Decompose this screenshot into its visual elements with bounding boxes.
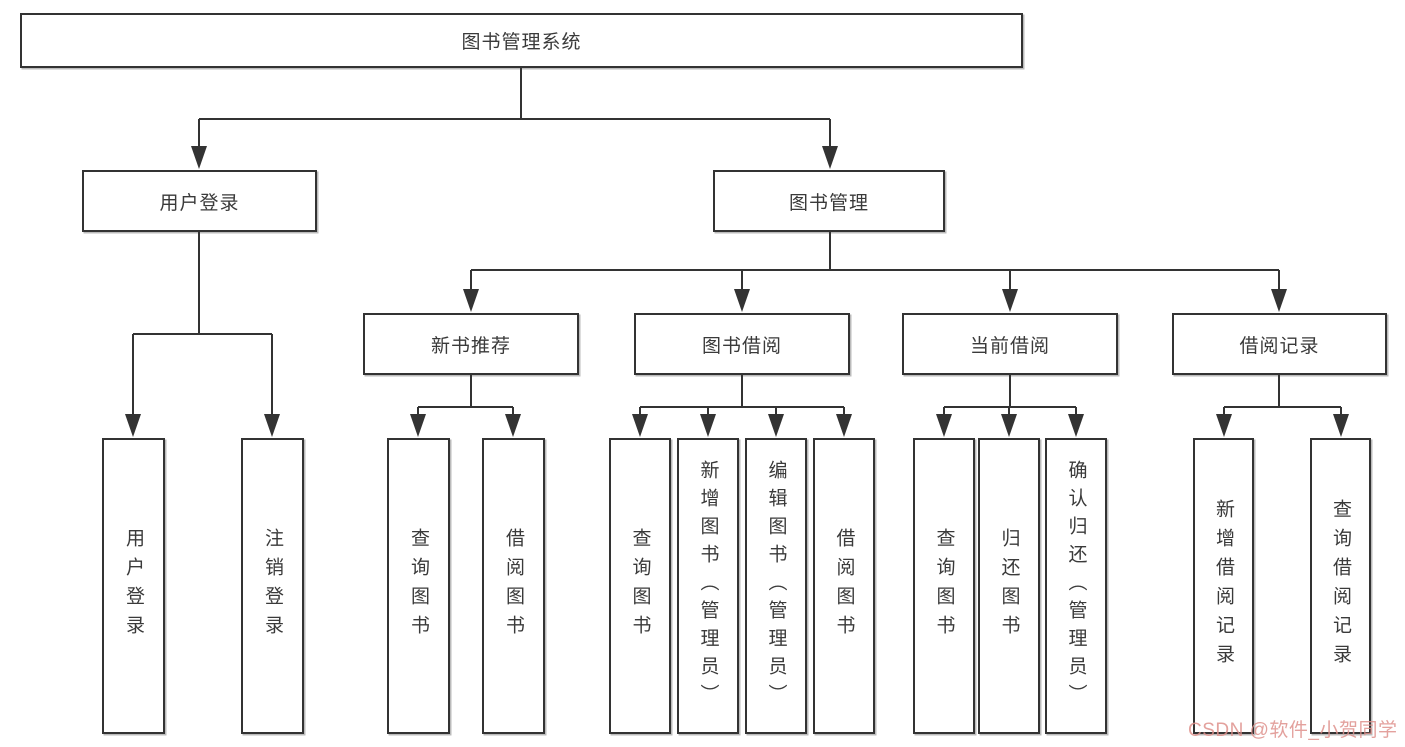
node-new-book-recommendation: 新书推荐 [363,313,579,375]
node-label: 查询图书 [629,528,651,644]
node-nbr-borrow-book: 借阅图书 [482,438,545,734]
node-label: 用户登录 [159,192,240,214]
node-logout-action: 注销登录 [241,438,304,734]
node-book-management: 图书管理 [713,170,945,232]
node-label: 图书管理 [788,192,869,214]
node-label: 用户登录 [123,528,144,644]
node-label: 编辑图书（管理员） [765,460,787,712]
node-nbr-query-book: 查询图书 [387,438,450,734]
arrowheads [125,146,1349,437]
node-user-login: 用户登录 [82,170,317,232]
node-label: 确认归还（管理员） [1065,460,1087,712]
node-label: 新书推荐 [430,335,511,357]
node-label: 图书借阅 [701,335,782,357]
node-label: 新增借阅记录 [1213,499,1234,673]
node-label: 注销登录 [262,528,283,644]
node-label: 借阅图书 [833,528,855,644]
node-label: 查询图书 [408,528,429,644]
node-label: 查询图书 [933,528,955,644]
watermark: CSDN @软件_小贺同学 [1188,720,1398,741]
node-label: 借阅图书 [503,528,524,644]
node-label: 新增图书（管理员） [697,460,719,712]
node-cb-confirm-return-admin: 确认归还（管理员） [1045,438,1107,734]
node-br-query-record: 查询借阅记录 [1310,438,1371,734]
node-label: 归还图书 [998,528,1020,644]
node-current-borrowing: 当前借阅 [902,313,1118,375]
node-bb-borrow-book: 借阅图书 [813,438,875,734]
node-cb-return-book: 归还图书 [978,438,1040,734]
node-bb-query-book: 查询图书 [609,438,671,734]
node-label: 借阅记录 [1239,335,1320,357]
node-library-management-system: 图书管理系统 [20,13,1023,68]
node-label: 查询借阅记录 [1330,499,1351,673]
node-bb-add-book-admin: 新增图书（管理员） [677,438,739,734]
node-borrowing-records: 借阅记录 [1172,313,1387,375]
node-user-login-action: 用户登录 [102,438,165,734]
node-label: 当前借阅 [969,335,1050,357]
node-label: 图书管理系统 [461,32,582,53]
node-bb-edit-book-admin: 编辑图书（管理员） [745,438,807,734]
node-br-add-record: 新增借阅记录 [1193,438,1254,734]
node-cb-query-book: 查询图书 [913,438,975,734]
node-book-borrowing: 图书借阅 [634,313,850,375]
